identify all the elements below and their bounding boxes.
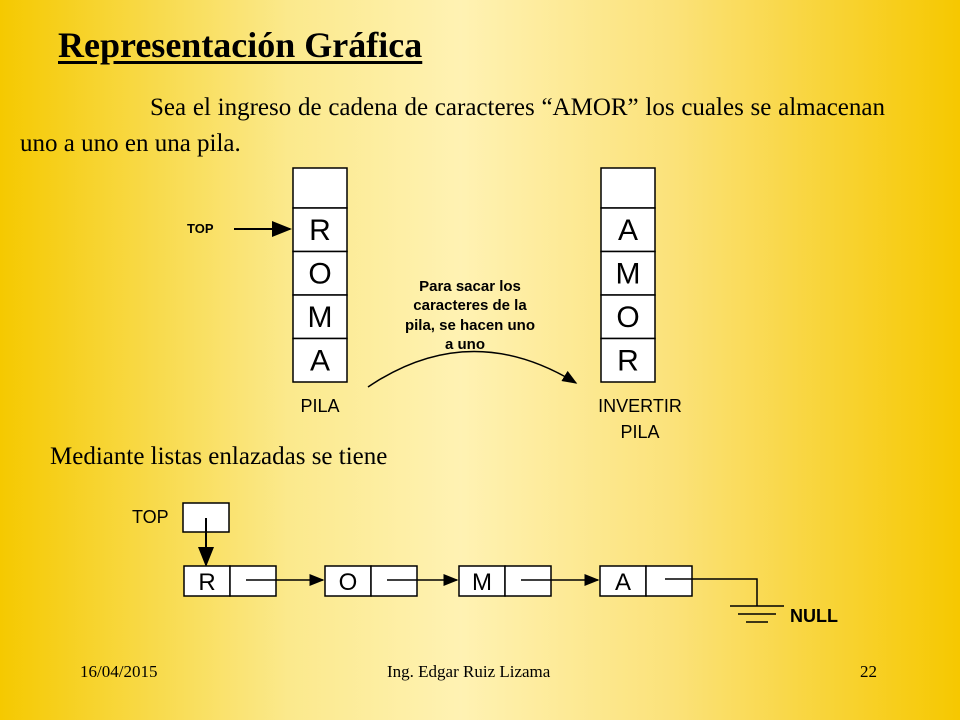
arrow-caption-line: a uno [445, 336, 485, 353]
slide-title: Representación Gráfica [58, 25, 423, 65]
footer-author: Ing. Edgar Ruiz Lizama [387, 662, 551, 681]
linked-list-heading: Mediante listas enlazadas se tiene [50, 443, 388, 470]
arrow-caption-line: caracteres de la [413, 297, 527, 314]
null-label: NULL [790, 606, 838, 626]
inverted-label: INVERTIR [598, 396, 682, 416]
inverted-cell-letter: M [616, 258, 641, 291]
list-node-data [324, 565, 372, 597]
stack-cell-letter: O [308, 258, 331, 291]
footer-date: 16/04/2015 [80, 662, 158, 681]
list-node-next [645, 565, 693, 597]
list-node-next [229, 565, 277, 597]
list-node-letter: O [339, 569, 358, 596]
intro-paragraph: Sea el ingreso de cadena de caracteres “… [20, 94, 885, 157]
inverted-label: PILA [620, 422, 659, 442]
inverted-cell-letter: A [618, 214, 638, 247]
inverted-cell [600, 207, 656, 253]
inverted-cell-letter: R [617, 345, 639, 378]
stack-top-pointer: TOP [187, 221, 292, 237]
null-link [665, 578, 758, 606]
stack-cell-letter: A [310, 345, 330, 378]
footer-page-number: 22 [860, 662, 877, 681]
list-node-data [599, 565, 647, 597]
invert-arrow [367, 350, 578, 388]
list-node-letter: M [472, 569, 492, 596]
linked-list: TOP R O M A NULL [132, 502, 838, 626]
list-top-label: TOP [132, 507, 169, 527]
stack-top-label: TOP [187, 221, 214, 236]
list-node-letter: A [615, 569, 631, 596]
inverted-cell [600, 294, 656, 340]
list-node-next [504, 565, 552, 597]
list-node-next [370, 565, 418, 597]
arrow-caption-line: pila, se hacen uno [405, 317, 535, 334]
inverted-cell [600, 337, 656, 383]
stack-inverted: AMOR INVERTIR PILA [598, 167, 682, 442]
stack-cell-letter: M [308, 301, 333, 334]
stack-label: PILA [300, 396, 339, 416]
inverted-cell-letter: O [616, 301, 639, 334]
inverted-cell [600, 250, 656, 296]
arrow-caption-line: Para sacar los [419, 278, 521, 295]
stack-cell [292, 207, 348, 253]
inverted-empty-cell [600, 167, 656, 209]
stack-cell-letter: R [309, 214, 331, 247]
list-node-letter: R [198, 569, 215, 596]
stack-cell [292, 337, 348, 383]
arrow-caption: Para sacar los caracteres de la pila, se… [405, 278, 535, 353]
stack-empty-cell [292, 167, 348, 209]
